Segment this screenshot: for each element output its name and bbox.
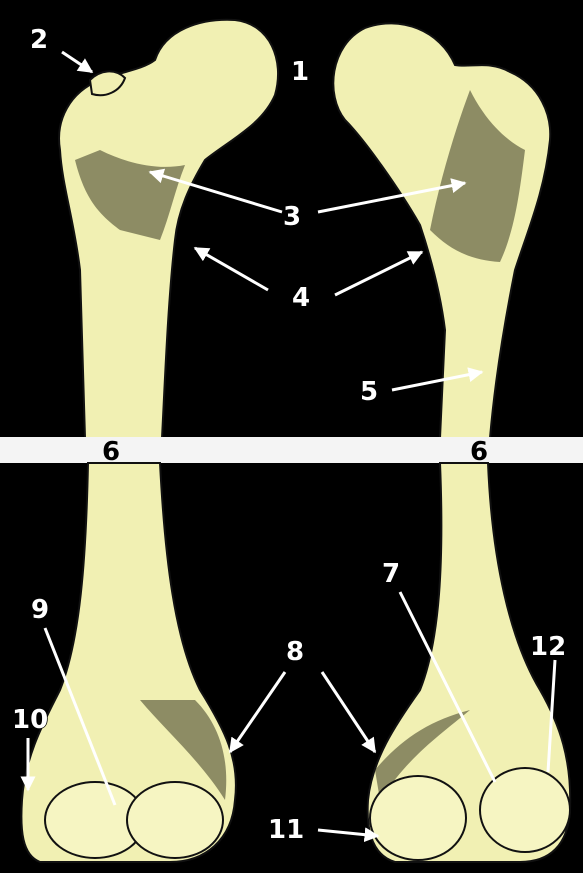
distal-femur-anterior: [21, 463, 236, 862]
label-9: 9: [31, 595, 49, 625]
arrow-2: [62, 52, 92, 72]
label-8: 8: [286, 637, 304, 667]
arrow-4-right: [335, 252, 422, 295]
proximal-femur-anterior: [59, 20, 278, 438]
label-7: 7: [382, 559, 400, 589]
label-3: 3: [283, 202, 301, 232]
proximal-femur-posterior: [333, 23, 550, 438]
arrow-8-left: [230, 672, 285, 752]
label-2: 2: [30, 25, 48, 55]
label-6-right: 6: [470, 437, 488, 467]
label-12: 12: [530, 632, 566, 662]
panel-divider: [0, 437, 583, 463]
label-10: 10: [12, 705, 48, 735]
label-5: 5: [360, 377, 378, 407]
label-4: 4: [292, 283, 310, 313]
label-11: 11: [268, 815, 304, 845]
distal-femur-posterior: [368, 463, 571, 862]
label-6-left: 6: [102, 437, 120, 467]
arrow-8-right: [322, 672, 375, 752]
label-1: 1: [291, 57, 309, 87]
arrow-4-left: [195, 248, 268, 290]
